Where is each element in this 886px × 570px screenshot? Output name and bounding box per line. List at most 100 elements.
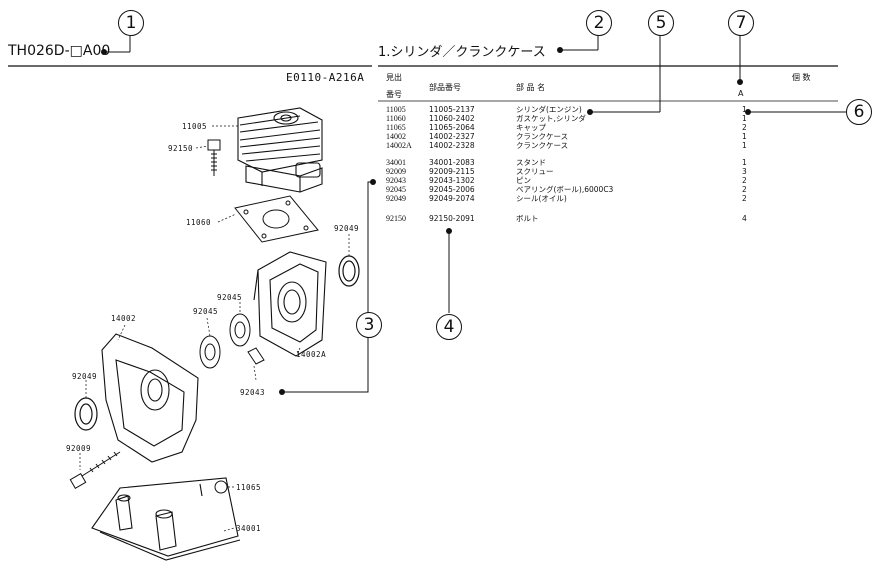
row-ref-no: 11060	[386, 114, 406, 123]
row-part-name: ボルト	[516, 214, 539, 223]
row-ref-no: 34001	[386, 158, 406, 167]
row-part-number: 92043-1302	[429, 176, 475, 185]
row-ref-no: 92009	[386, 167, 406, 176]
callout-dot	[737, 79, 743, 85]
callout-dot	[446, 228, 452, 234]
section-title: 1.シリンダ／クランクケース	[378, 45, 546, 60]
table-row: 11065 11065-2064 キャップ 2	[386, 123, 876, 132]
row-part-name: ピン	[516, 176, 531, 185]
figure-code: E0110-A216A	[286, 71, 365, 84]
callout-dot	[279, 389, 285, 395]
row-quantity: 1	[742, 158, 747, 167]
diagram-label-screw: 92009	[66, 444, 92, 453]
row-part-name: クランクケース	[516, 132, 569, 141]
row-part-number: 11060-2402	[429, 114, 475, 123]
row-part-number: 92049-2074	[429, 194, 475, 203]
header-part-name: 部 品 名	[516, 83, 546, 92]
diagram-label-stand: 34001	[236, 524, 262, 533]
row-part-number: 34001-2083	[429, 158, 475, 167]
seal-right-drawing	[338, 255, 360, 287]
row-part-name: スクリュー	[516, 167, 554, 176]
bearing-left-drawing	[199, 335, 221, 369]
callout-dot	[745, 109, 751, 115]
callout-4: 4	[436, 314, 462, 340]
diagram-label-seal-right: 92049	[334, 224, 360, 233]
table-row: 14002 14002-2327 クランクケース 1	[386, 132, 876, 141]
screw-drawing	[69, 451, 121, 490]
header-part-number: 部品番号	[429, 83, 461, 92]
row-quantity: 2	[742, 194, 747, 203]
row-part-number: 11005-2137	[429, 105, 475, 114]
diagram-label-cylinder: 11005	[182, 122, 208, 131]
table-row: 14002A 14002-2328 クランクケース 1	[386, 141, 876, 150]
callout-6: 6	[846, 99, 872, 125]
diagram-label-bolt: 92150	[168, 144, 194, 153]
callout-7: 7	[728, 10, 754, 36]
row-ref-no: 11005	[386, 105, 406, 114]
callout-dot	[101, 49, 107, 55]
row-part-name: スタンド	[516, 158, 546, 167]
row-quantity: 1	[742, 132, 747, 141]
callout-1: 1	[118, 10, 144, 36]
cap-drawing	[214, 480, 228, 494]
row-part-number: 11065-2064	[429, 123, 475, 132]
row-quantity: 1	[742, 114, 747, 123]
diagram-label-crankcase-left: 14002	[111, 314, 137, 323]
row-part-name: ガスケット,シリンダ	[516, 114, 586, 123]
header-quantity: 個 数	[792, 73, 811, 82]
header-ref-no-line1: 見出	[386, 73, 402, 82]
row-part-name: クランクケース	[516, 141, 569, 150]
row-quantity: 2	[742, 123, 747, 132]
row-ref-no: 92049	[386, 194, 406, 203]
table-row: 34001 34001-2083 スタンド 1	[386, 158, 876, 167]
seal-left-drawing	[74, 397, 98, 431]
row-ref-no: 92150	[386, 214, 406, 223]
cylinder-drawing	[237, 107, 323, 193]
row-part-number: 92045-2006	[429, 185, 475, 194]
callout-3: 3	[356, 312, 382, 338]
diagram-label-bearing-left: 92045	[193, 307, 219, 316]
row-ref-no: 92043	[386, 176, 406, 185]
table-row: 92043 92043-1302 ピン 2	[386, 176, 876, 185]
row-part-number: 92009-2115	[429, 167, 475, 176]
stand-drawing	[91, 477, 241, 561]
bearing-right-drawing	[229, 313, 251, 347]
gasket-drawing	[234, 195, 319, 243]
row-part-number: 14002-2328	[429, 141, 475, 150]
row-quantity: 1	[742, 105, 747, 114]
row-ref-no: 14002	[386, 132, 406, 141]
callout-dot	[557, 47, 563, 53]
row-part-number: 14002-2327	[429, 132, 475, 141]
row-part-number: 92150-2091	[429, 214, 475, 223]
callout-2: 2	[586, 10, 612, 36]
model-code: TH026D-□A00	[8, 43, 111, 59]
diagram-label-bearing-right: 92045	[217, 293, 243, 302]
diagram-label-crankcase-right: 14002A	[296, 350, 327, 359]
row-ref-no: 11065	[386, 123, 406, 132]
diagram-label-pin: 92043	[240, 388, 266, 397]
diagram-label-cap: 11065	[236, 483, 262, 492]
row-quantity: 2	[742, 176, 747, 185]
row-part-name: キャップ	[516, 123, 546, 132]
callout-dot	[587, 109, 593, 115]
table-row: 11005 11005-2137 シリンダ(エンジン) 1	[386, 105, 876, 114]
row-ref-no: 14002A	[386, 141, 412, 150]
diagram-label-gasket: 11060	[186, 218, 212, 227]
row-part-name: ベアリング(ボール),6000C3	[516, 185, 614, 194]
row-part-name: シリンダ(エンジン)	[516, 105, 582, 114]
callout-dot	[370, 179, 376, 185]
table-row: 92009 92009-2115 スクリュー 3	[386, 167, 876, 176]
callout-5: 5	[648, 10, 674, 36]
pin-drawing	[247, 347, 265, 365]
table-row: 11060 11060-2402 ガスケット,シリンダ 1	[386, 114, 876, 123]
header-ref-no-line2: 番号	[386, 90, 402, 99]
crankcase-left-drawing	[101, 333, 199, 463]
row-quantity: 3	[742, 167, 747, 176]
row-quantity: 1	[742, 141, 747, 150]
parts-table: 見出 番号 部品番号 部 品 名 個 数 A 11005 11005-2137 シリ…	[386, 70, 856, 270]
header-column-a: A	[738, 89, 744, 98]
